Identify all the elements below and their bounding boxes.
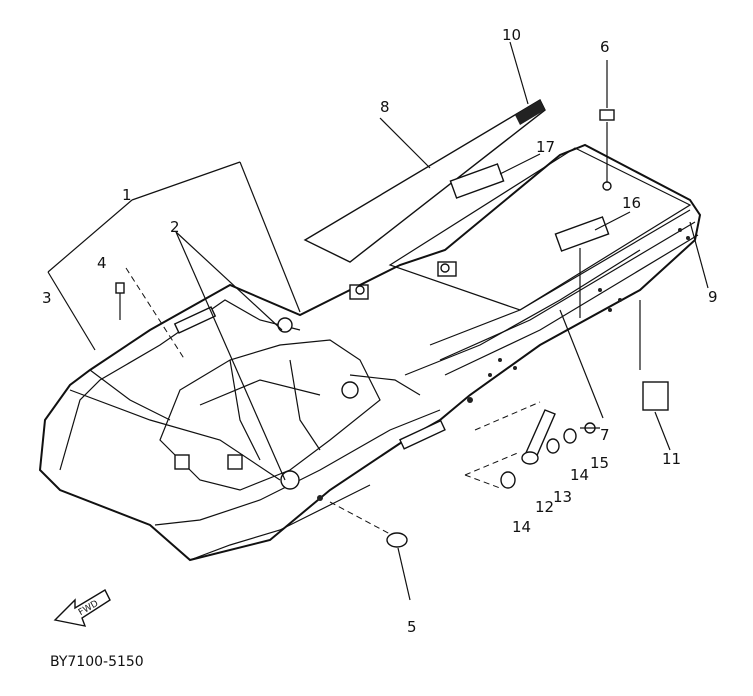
part-16-decal <box>554 216 610 252</box>
callouts: 1 2 3 4 5 6 7 8 9 10 11 12 13 14 14 15 1… <box>42 26 718 636</box>
part-8-strip <box>303 99 546 263</box>
frame-body <box>38 143 702 562</box>
leader-lines <box>47 41 709 481</box>
callout-2: 2 <box>170 218 180 236</box>
fwd-label: FWD <box>77 599 100 618</box>
callout-16: 16 <box>622 194 641 212</box>
hardware-12-15 <box>464 401 600 489</box>
diagram-code: BY7100-5150 <box>50 654 144 670</box>
callout-14b: 14 <box>570 466 589 484</box>
part-4-rivet <box>115 267 186 361</box>
callout-10: 10 <box>502 26 521 44</box>
callout-4: 4 <box>97 254 107 272</box>
callout-15: 15 <box>590 454 609 472</box>
callout-12: 12 <box>535 498 554 516</box>
callout-11: 11 <box>662 450 681 468</box>
callout-9: 9 <box>708 288 718 306</box>
callout-1: 1 <box>122 186 132 204</box>
callout-14a: 14 <box>512 518 531 536</box>
part-6-plug <box>599 60 615 191</box>
callout-13: 13 <box>553 488 572 506</box>
callout-5: 5 <box>407 618 417 636</box>
part-11-decal <box>642 381 669 411</box>
part-5-cap <box>329 501 411 601</box>
callout-6: 6 <box>600 38 610 56</box>
callout-7: 7 <box>600 426 610 444</box>
part-17-decal <box>449 163 505 199</box>
fwd-arrow-icon: FWD <box>53 589 111 627</box>
callout-8: 8 <box>380 98 390 116</box>
callout-3: 3 <box>42 289 52 307</box>
callout-17: 17 <box>536 138 555 156</box>
